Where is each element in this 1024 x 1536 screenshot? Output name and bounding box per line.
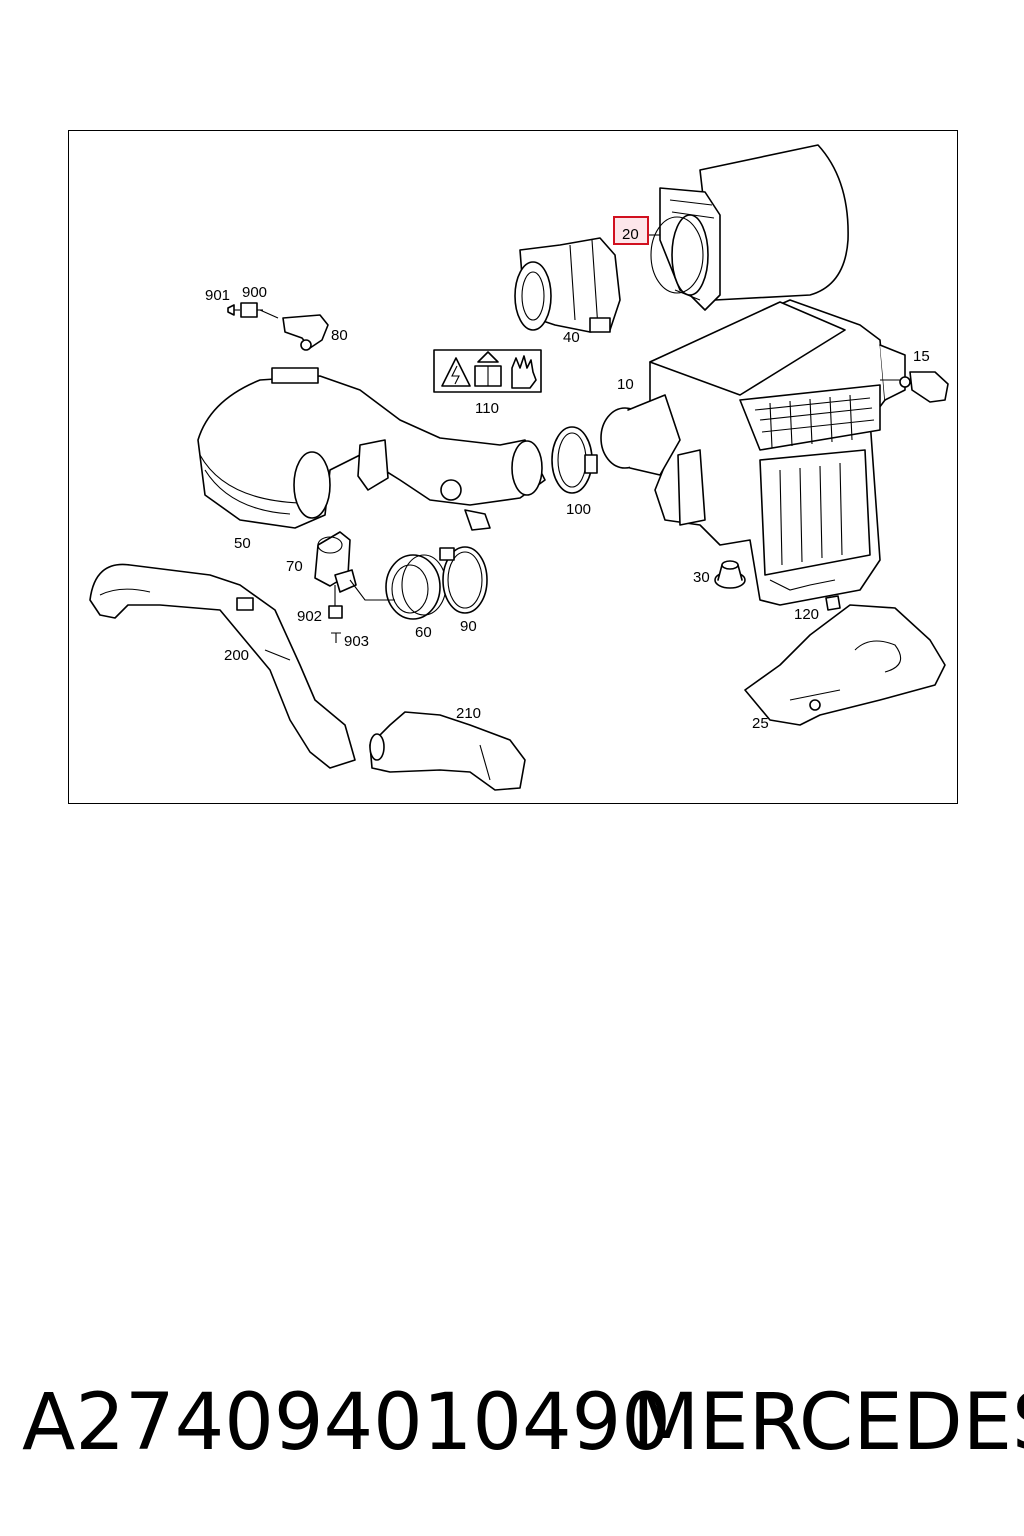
highlight-callout-20 <box>613 216 649 245</box>
part-70-sensor[interactable] <box>314 531 357 593</box>
leader-lines <box>259 234 900 606</box>
part-80-pressure-sensor[interactable] <box>282 314 329 351</box>
part-900-connector[interactable] <box>240 302 263 318</box>
callout-90[interactable]: 90 <box>460 618 477 635</box>
part-901-screw[interactable] <box>227 304 240 316</box>
callout-901[interactable]: 901 <box>205 287 230 304</box>
part-60-grommet[interactable] <box>385 554 447 620</box>
callout-20[interactable]: 20 <box>622 226 639 243</box>
part-10-filter-housing[interactable] <box>600 299 906 606</box>
part-25-heat-shield[interactable] <box>744 604 946 726</box>
part-30-rubber-mount[interactable] <box>714 560 746 589</box>
callout-80[interactable]: 80 <box>331 327 348 344</box>
callout-110[interactable]: 110 <box>475 400 499 417</box>
callout-40[interactable]: 40 <box>563 329 580 346</box>
brand-name: MERCEDES <box>632 1378 1024 1468</box>
part-15-sensor[interactable] <box>899 371 949 403</box>
callout-70[interactable]: 70 <box>286 558 303 575</box>
callout-60[interactable]: 60 <box>415 624 432 641</box>
callout-15[interactable]: 15 <box>913 348 930 365</box>
callout-120[interactable]: 120 <box>794 606 819 623</box>
part-number: A274094010490 <box>22 1378 671 1468</box>
part-20-air-filter[interactable] <box>650 144 849 311</box>
part-200-air-hose[interactable] <box>89 563 356 769</box>
callout-900[interactable]: 900 <box>242 284 267 301</box>
part-903-screw[interactable] <box>331 632 341 643</box>
part-210-air-hose[interactable] <box>369 711 526 791</box>
part-120-clip[interactable] <box>825 595 841 611</box>
callout-50[interactable]: 50 <box>234 535 251 552</box>
part-902-connector[interactable] <box>328 605 343 619</box>
callout-10[interactable]: 10 <box>617 376 634 393</box>
part-100-clamp[interactable] <box>551 426 598 494</box>
part-110-warning-label[interactable] <box>433 349 542 393</box>
callout-25[interactable]: 25 <box>752 715 769 732</box>
callout-210[interactable]: 210 <box>456 705 481 722</box>
callout-30[interactable]: 30 <box>693 569 710 586</box>
callout-100[interactable]: 100 <box>566 501 591 518</box>
part-90-clamp[interactable] <box>439 546 488 614</box>
part-50-intake-duct[interactable] <box>197 367 546 531</box>
callout-200[interactable]: 200 <box>224 647 249 664</box>
part-40-air-mass-meter[interactable] <box>514 237 621 333</box>
callout-902[interactable]: 902 <box>297 608 322 625</box>
callout-903[interactable]: 903 <box>344 633 369 650</box>
